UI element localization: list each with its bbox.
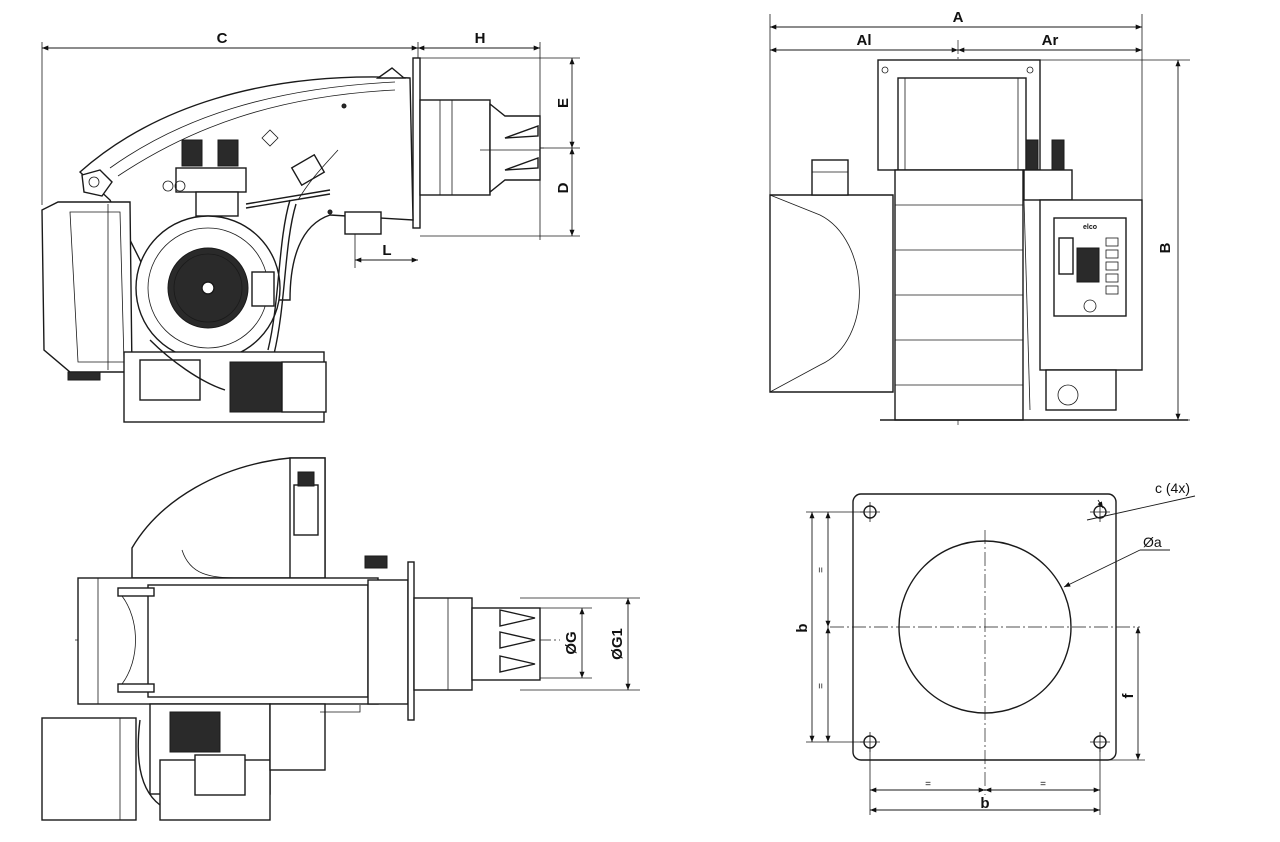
hinge-bracket [81,169,113,197]
dimension-b-vertical: b = = [794,511,864,743]
gas-valve-train [1023,139,1073,411]
valve-cluster-top [137,703,361,821]
side-view: C H E D L [41,30,580,423]
equal-mark: = [925,779,931,790]
dimension-f: f [1106,627,1145,761]
label-holes: c (4x) [1155,480,1190,496]
label-g1: ØG1 [609,628,626,660]
pressure-switch [344,211,382,235]
label-c: C [217,30,228,47]
blast-tube [419,99,541,196]
label-f: f [1120,693,1137,699]
pump-motor [123,339,327,423]
fan-inlet [135,215,281,361]
cable [267,199,291,351]
label-l: L [382,242,391,259]
body-top [77,555,415,721]
dimension-a: A [769,9,1143,205]
label-al: Al [857,32,872,49]
dimension-e-d: E D [420,57,580,237]
label-a: A [953,9,964,26]
equal-mark: = [1040,779,1046,790]
mounting-flange [412,57,421,229]
label-b-vertical: b [794,623,811,632]
brand-label: elco [1083,224,1097,231]
label-h: H [475,30,486,47]
dimension-l: L [354,232,418,268]
holes-callout: c (4x) [1086,480,1196,521]
label-b: B [1157,242,1174,253]
controller-panel: elco [1039,199,1143,411]
main-housing [880,169,1188,421]
label-b-horizontal: b [980,795,989,812]
dimension-b-horizontal: = = b [869,748,1101,815]
label-d: D [555,182,572,193]
label-ar: Ar [1042,32,1059,49]
control-box [41,201,133,381]
label-g: ØG [563,631,580,654]
air-intake [769,159,894,393]
solenoid-valves [162,139,331,217]
dimension-al-ar: Al Ar [770,32,1142,53]
blast-tube-top [413,597,541,691]
flange-view: c (4x) Øa b = = f [794,480,1196,815]
top-view: ØG ØG1 [41,457,640,821]
equal-mark: = [816,567,827,573]
label-e: E [555,98,572,108]
label-bore: Øa [1143,534,1162,550]
front-view: A Al Ar B [769,9,1190,425]
equal-mark: = [816,683,827,689]
control-box-top [41,717,137,821]
display-screen [1058,237,1074,275]
dimension-g: ØG ØG1 [520,597,640,691]
bore-callout: Øa [1063,534,1170,588]
